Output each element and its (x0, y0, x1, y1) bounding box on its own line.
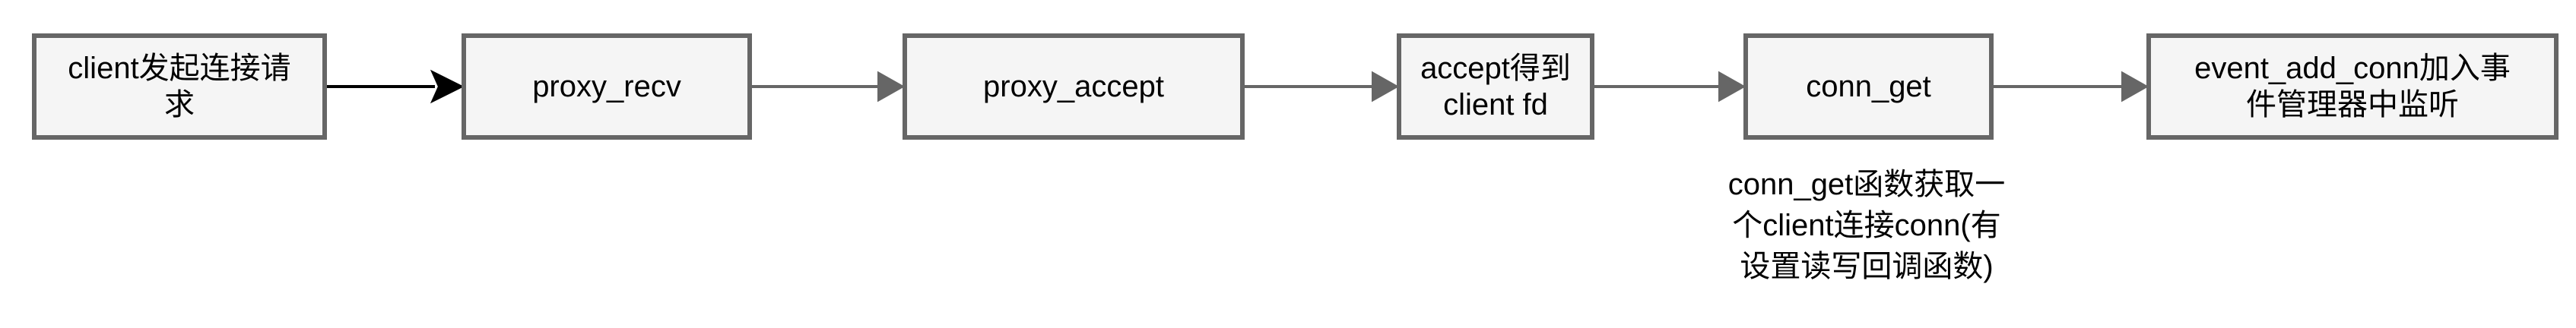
arrow-client-to-recv (327, 69, 465, 104)
conn-get-note: conn_get函数获取一 个client连接conn(有 设置读写回调函数) (1727, 168, 2006, 283)
arrow-recv-to-accept (752, 71, 906, 102)
arrow-connget-to-event (1994, 71, 2149, 102)
node-event-add-conn: event_add_conn加入事 件管理器中监听 (2146, 33, 2559, 140)
node-accept-fd: accept得到 client fd (1397, 33, 1594, 140)
node-proxy-recv: proxy_recv (462, 33, 752, 140)
arrow-fd-to-connget (1594, 71, 1746, 102)
arrow-accept-to-fd (1245, 71, 1400, 102)
node-proxy-accept: proxy_accept (903, 33, 1245, 140)
node-conn-get: conn_get (1743, 33, 1994, 140)
node-client-request: client发起连接请 求 (32, 33, 327, 140)
